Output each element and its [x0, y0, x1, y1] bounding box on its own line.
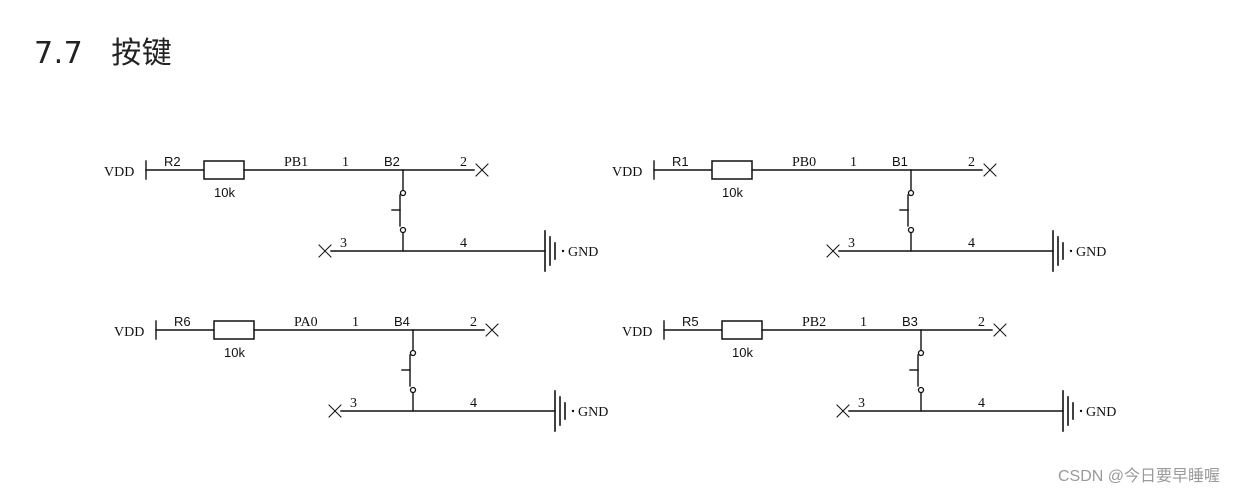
resistor-designator: R6	[174, 314, 191, 329]
resistor-value: 10k	[214, 185, 235, 200]
resistor-designator: R5	[682, 314, 699, 329]
pin-4-label: 4	[968, 236, 975, 251]
switch-contact-top	[409, 349, 417, 357]
no-connect-stroke	[485, 323, 499, 337]
switch-contact-bottom	[409, 386, 417, 394]
section-number: 7.7	[34, 36, 84, 71]
no-connect-pin-3	[318, 244, 332, 258]
pin-1-label: 1	[342, 155, 349, 170]
no-connect-pin-2	[993, 323, 1007, 337]
supply-label: VDD	[104, 165, 134, 180]
no-connect-pin-3	[826, 244, 840, 258]
ground-dot	[1079, 409, 1083, 413]
switch-contact-top	[907, 189, 915, 197]
resistor-body	[721, 320, 763, 340]
switch-designator: B1	[892, 154, 908, 169]
switch-designator: B3	[902, 314, 918, 329]
pin-4-label: 4	[460, 236, 467, 251]
pin-3-label: 3	[858, 396, 865, 411]
pin-3-label: 3	[848, 236, 855, 251]
resistor-body	[203, 160, 245, 180]
ground-label: GND	[1086, 405, 1116, 420]
no-connect-stroke	[836, 404, 850, 418]
pin-3-label: 3	[340, 236, 347, 251]
pin-1-label: 1	[352, 315, 359, 330]
no-connect-stroke	[475, 163, 489, 177]
pin-2-label: 2	[460, 155, 467, 170]
ground-label: GND	[1076, 245, 1106, 260]
pin-2-label: 2	[470, 315, 477, 330]
resistor-value: 10k	[722, 185, 743, 200]
switch-designator: B4	[394, 314, 410, 329]
supply-label: VDD	[612, 165, 642, 180]
supply-label: VDD	[622, 325, 652, 340]
no-connect-stroke	[993, 323, 1007, 337]
switch-contact-top	[399, 189, 407, 197]
resistor-value: 10k	[224, 345, 245, 360]
switch-contact-bottom	[399, 226, 407, 234]
pin-4-label: 4	[978, 396, 985, 411]
ground-dot	[1069, 249, 1073, 253]
resistor-body	[213, 320, 255, 340]
section-heading: 7.7 按键	[34, 28, 172, 72]
switch-contact-bottom	[917, 386, 925, 394]
switch-contact-top	[917, 349, 925, 357]
pin-3-label: 3	[350, 396, 357, 411]
ground-dot	[571, 409, 575, 413]
pin-1-label: 1	[860, 315, 867, 330]
no-connect-pin-2	[485, 323, 499, 337]
watermark: CSDN @今日要早睡喔	[1057, 468, 1220, 485]
net-label: PB2	[802, 315, 826, 330]
pin-4-label: 4	[470, 396, 477, 411]
pin-2-label: 2	[978, 315, 985, 330]
resistor-designator: R2	[164, 154, 181, 169]
no-connect-pin-2	[983, 163, 997, 177]
resistor-designator: R1	[672, 154, 689, 169]
switch-contact-bottom	[907, 226, 915, 234]
section-title: 按键	[111, 36, 173, 71]
supply-label: VDD	[114, 325, 144, 340]
net-label: PB0	[792, 155, 816, 170]
resistor-body	[711, 160, 753, 180]
ground-label: GND	[568, 245, 598, 260]
switch-designator: B2	[384, 154, 400, 169]
pin-1-label: 1	[850, 155, 857, 170]
ground-label: GND	[578, 405, 608, 420]
no-connect-pin-3	[328, 404, 342, 418]
net-label: PB1	[284, 155, 308, 170]
no-connect-stroke	[983, 163, 997, 177]
pin-2-label: 2	[968, 155, 975, 170]
no-connect-stroke	[328, 404, 342, 418]
no-connect-pin-2	[475, 163, 489, 177]
net-label: PA0	[294, 315, 318, 330]
no-connect-stroke	[318, 244, 332, 258]
resistor-value: 10k	[732, 345, 753, 360]
no-connect-pin-3	[836, 404, 850, 418]
no-connect-stroke	[826, 244, 840, 258]
ground-dot	[561, 249, 565, 253]
